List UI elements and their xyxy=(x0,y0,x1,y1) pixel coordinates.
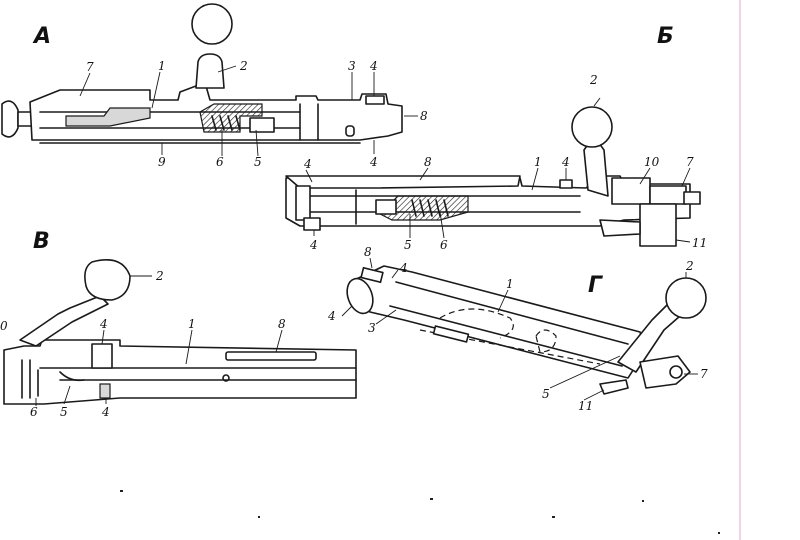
view-a-callout-8: 8 xyxy=(420,109,428,123)
view-b-bolt-side: Б 2 8 1 4 10 7 4 4 5 6 11 xyxy=(285,24,707,252)
view-v-callout-2: 2 xyxy=(155,269,164,283)
view-v-callout-8: 8 xyxy=(278,317,286,331)
view-v-callout-5: 5 xyxy=(60,405,68,419)
view-g-callout-1: 1 xyxy=(506,277,514,291)
view-v-letter: В xyxy=(33,229,50,254)
view-a-callout-3: 3 xyxy=(348,59,356,73)
view-b-callout-6: 6 xyxy=(440,238,448,252)
view-a-spring-section xyxy=(199,103,263,133)
view-a-callout-7: 7 xyxy=(86,60,94,74)
view-g-bolt-face xyxy=(346,277,374,315)
view-v-bolt-top: В 2 0 1 8 4 6 5 4 xyxy=(0,229,357,419)
view-a-extractor xyxy=(65,107,151,127)
view-g-callout-11: 11 xyxy=(578,399,593,413)
view-b-letter: Б xyxy=(657,24,674,49)
view-a-callout-1: 1 xyxy=(158,59,166,73)
view-v-slot xyxy=(225,351,317,361)
view-g-callout-3: 3 xyxy=(368,321,376,335)
view-b-callout-10: 10 xyxy=(644,155,660,169)
view-a-callout-4-top: 4 xyxy=(369,59,378,73)
view-b-callout-4-top: 4 xyxy=(561,155,570,169)
view-g-callout-2: 2 xyxy=(685,259,694,273)
view-b-spring-section xyxy=(378,195,469,221)
view-b-handle-ball xyxy=(571,106,613,148)
view-v-callout-4-top: 4 xyxy=(99,317,108,331)
view-g-handle-ball xyxy=(665,277,707,319)
view-b-callout-4-left: 4 xyxy=(303,157,312,171)
view-b-callout-2: 2 xyxy=(589,73,598,87)
view-v-handle-ball xyxy=(84,259,131,301)
view-b-callout-7: 7 xyxy=(686,155,694,169)
view-a-cocking-knob xyxy=(1,100,19,138)
scan-specks xyxy=(120,490,720,534)
view-g-callout-4-top: 4 xyxy=(399,261,408,275)
view-v-callout-4-bottom: 4 xyxy=(101,405,110,419)
view-a-callout-6: 6 xyxy=(216,155,224,169)
view-v-bolt-body xyxy=(3,339,357,405)
view-a-callout-9: 9 xyxy=(158,155,166,169)
view-g-callout-8: 8 xyxy=(364,245,372,259)
view-a-handle-stem xyxy=(195,53,225,89)
view-g-callout-4-left: 4 xyxy=(327,309,336,323)
view-g-callout-5: 5 xyxy=(542,387,550,401)
view-b-safety xyxy=(639,203,677,247)
view-g-bolt-perspective: Г 8 4 4 1 3 2 5 11 7 xyxy=(327,245,708,413)
view-b-callout-11: 11 xyxy=(692,236,707,250)
view-v-callout-0: 0 xyxy=(0,319,8,333)
view-a-letter: А xyxy=(32,24,51,49)
view-b-callout-5: 5 xyxy=(404,238,412,252)
view-g-callout-7: 7 xyxy=(700,367,708,381)
view-a-bolt-side: А 7 1 2 3 4 8 9 6 5 4 xyxy=(1,3,428,169)
view-v-callout-6: 6 xyxy=(30,405,38,419)
view-v-callout-1: 1 xyxy=(188,317,196,331)
view-b-callout-1: 1 xyxy=(534,155,542,169)
view-a-callout-5: 5 xyxy=(254,155,262,169)
view-b-callout-4-bottom: 4 xyxy=(309,238,318,252)
view-v-handle-arm xyxy=(19,295,109,347)
view-a-callout-4-bottom: 4 xyxy=(369,155,378,169)
view-a-callout-2: 2 xyxy=(239,59,248,73)
view-a-handle-ball xyxy=(191,3,233,45)
view-g-letter: Г xyxy=(588,273,603,298)
view-b-callout-8: 8 xyxy=(424,155,432,169)
